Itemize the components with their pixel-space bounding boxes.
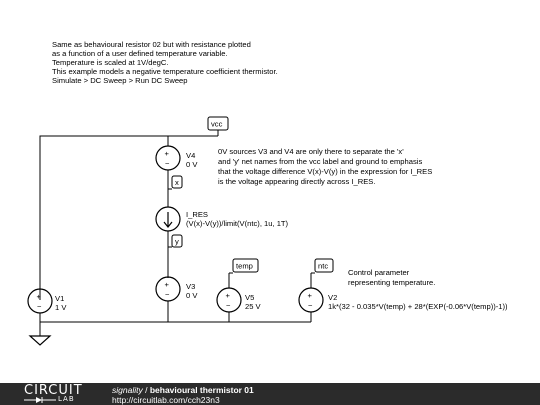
footer-separator: /: [145, 385, 148, 395]
circuit-symbol-icon: [24, 397, 56, 403]
svg-text:−: −: [37, 302, 42, 311]
v4-name: V4: [186, 151, 195, 160]
svg-text:+: +: [165, 149, 170, 158]
description-line: This example models a negative temperatu…: [52, 67, 278, 76]
svg-text:vcc: vcc: [211, 120, 223, 129]
footer-url[interactable]: http://circuitlab.com/cch23n3: [112, 395, 220, 405]
svg-text:−: −: [165, 290, 170, 299]
description-text: Same as behavioural resistor 02 but with…: [52, 40, 278, 85]
v5-name: V5: [245, 293, 254, 302]
note-line: and 'y' net names from the vcc label and…: [218, 157, 422, 166]
v3-value: 0 V: [186, 291, 198, 300]
footer-circuit-title: behavioural thermistor 01: [149, 385, 254, 395]
circuitlab-logo[interactable]: CIRCUIT LAB: [24, 383, 83, 403]
svg-text:−: −: [226, 301, 231, 310]
v1-name: V1: [55, 294, 64, 303]
svg-text:−: −: [308, 301, 313, 310]
v2-name: V2: [328, 293, 337, 302]
description-line: as a function of a user defined temperat…: [52, 49, 228, 58]
wires[interactable]: [39, 130, 312, 336]
note-line: 0V sources V3 and V4 are only there to s…: [218, 147, 404, 156]
source-v4[interactable]: + − V4 0 V: [155, 145, 198, 171]
note-line: is the voltage appearing directly across…: [218, 177, 375, 186]
source-v3[interactable]: + − V3 0 V: [155, 276, 198, 302]
v3-name: V3: [186, 282, 195, 291]
footer-bar: CIRCUIT LAB signality / behavioural ther…: [0, 383, 540, 405]
note-text: 0V sources V3 and V4 are only there to s…: [218, 147, 432, 186]
net-label-y[interactable]: y: [171, 234, 183, 248]
v1-value: 1 V: [55, 303, 67, 312]
svg-text:+: +: [37, 292, 42, 301]
control-note-line: representing temperature.: [348, 278, 435, 287]
schematic-canvas: Same as behavioural resistor 02 but with…: [27, 40, 508, 346]
svg-text:−: −: [165, 159, 170, 168]
source-v5[interactable]: + − V5 25 V: [216, 287, 262, 313]
description-line: Simulate > DC Sweep > Run DC Sweep: [52, 76, 188, 85]
description-line: Same as behavioural resistor 02 but with…: [52, 40, 251, 49]
source-v2[interactable]: + − V2 1k*(32 - 0.035*V(temp) + 28*(EXP(…: [298, 287, 508, 313]
current-source-i-res[interactable]: I_RES (V(x)-V(y))/limit(V(ntc), 1u, 1T): [155, 206, 289, 232]
svg-text:+: +: [308, 291, 313, 300]
net-label-temp[interactable]: temp: [232, 258, 259, 273]
note-line: that the voltage difference V(x)-V(y) in…: [218, 167, 432, 176]
svg-text:ntc: ntc: [318, 262, 328, 271]
footer-app-name[interactable]: signality: [112, 385, 143, 395]
control-note-line: Control parameter: [348, 268, 410, 277]
v4-value: 0 V: [186, 160, 198, 169]
svg-text:x: x: [175, 178, 179, 187]
control-note: Control parameter representing temperatu…: [348, 268, 435, 287]
net-label-vcc[interactable]: vcc: [207, 116, 229, 131]
v2-value: 1k*(32 - 0.035*V(temp) + 28*(EXP(-0.06*V…: [328, 302, 508, 311]
svg-text:+: +: [165, 280, 170, 289]
i-res-name: I_RES: [186, 210, 208, 219]
net-label-ntc[interactable]: ntc: [314, 258, 334, 273]
source-v1[interactable]: + − V1 1 V: [27, 288, 67, 314]
i-res-value: (V(x)-V(y))/limit(V(ntc), 1u, 1T): [186, 219, 289, 228]
net-label-x[interactable]: x: [171, 175, 183, 189]
v5-value: 25 V: [245, 302, 262, 311]
ground-symbol[interactable]: [28, 335, 52, 346]
description-line: Temperature is scaled at 1V/degC.: [52, 58, 169, 67]
svg-text:+: +: [226, 291, 231, 300]
svg-text:temp: temp: [236, 262, 253, 271]
svg-text:y: y: [175, 237, 179, 246]
